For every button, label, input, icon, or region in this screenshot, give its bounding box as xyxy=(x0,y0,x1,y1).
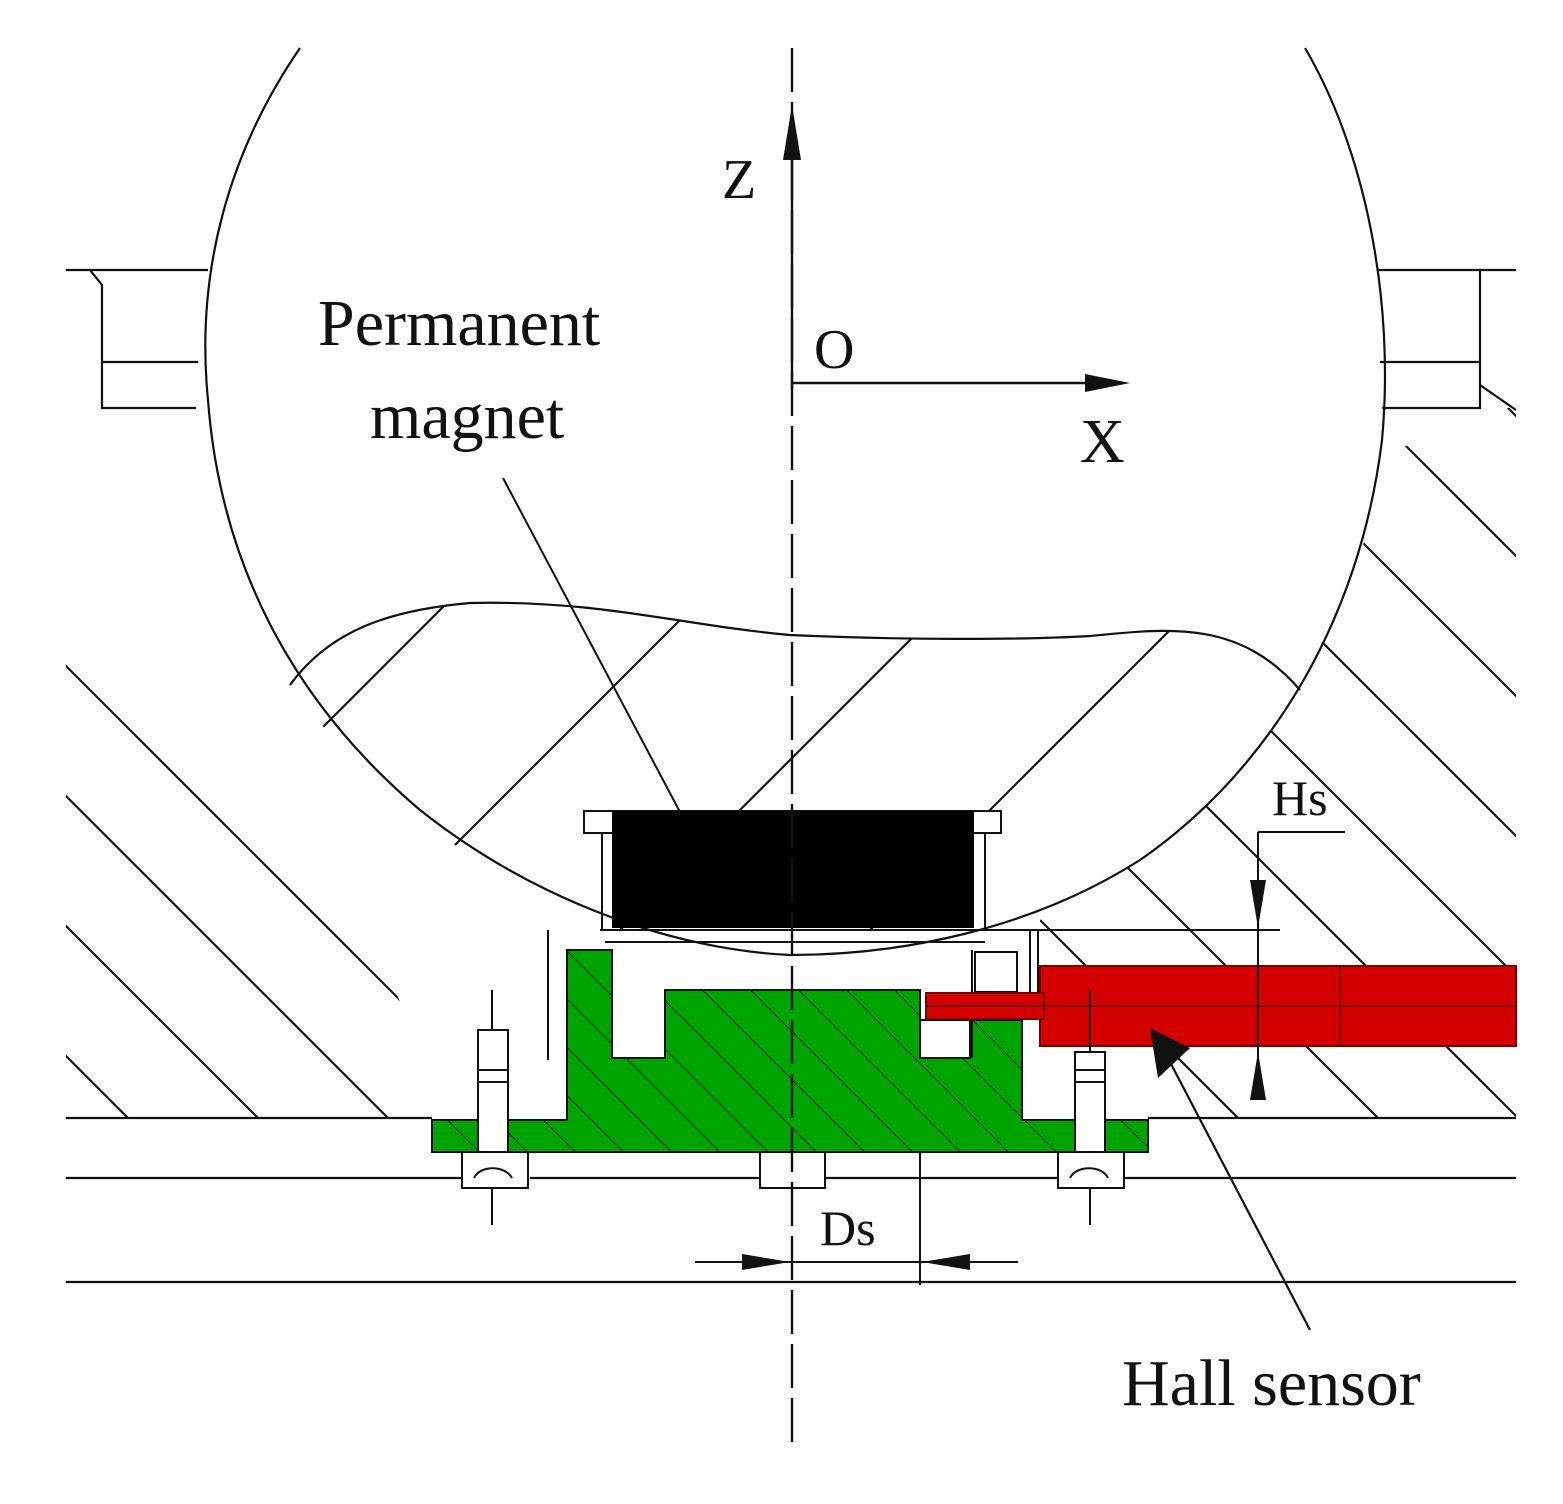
hall-sensor-leader xyxy=(1150,1028,1311,1331)
z-axis xyxy=(783,105,801,390)
hall-sensor-label: Hall sensor xyxy=(1122,1347,1421,1420)
permanent-magnet-assembly xyxy=(583,810,1002,943)
z-axis-label: Z xyxy=(722,149,756,211)
left-bracket xyxy=(66,268,208,410)
x-axis xyxy=(792,374,1130,392)
right-bracket xyxy=(1378,268,1517,411)
magnet-leader-line xyxy=(502,477,681,813)
hs-label: Hs xyxy=(1272,770,1328,826)
x-axis-label: X xyxy=(1080,408,1125,476)
base-plates xyxy=(66,1116,1516,1284)
permanent-magnet-label-line1: Permanent xyxy=(318,287,600,360)
ds-label: Ds xyxy=(820,1200,876,1256)
origin-label: O xyxy=(814,319,854,381)
ball-outline xyxy=(204,47,1387,957)
right-bolt xyxy=(1057,990,1125,1225)
left-seat-hatch xyxy=(66,405,450,1118)
hall-sensor-body xyxy=(925,965,1517,1047)
left-bolt xyxy=(461,990,529,1225)
ball-section-boundary xyxy=(289,601,1301,691)
hs-dimension xyxy=(975,831,1345,1100)
permanent-magnet-label-line2: magnet xyxy=(370,380,564,453)
ds-dimension xyxy=(695,1152,1018,1285)
